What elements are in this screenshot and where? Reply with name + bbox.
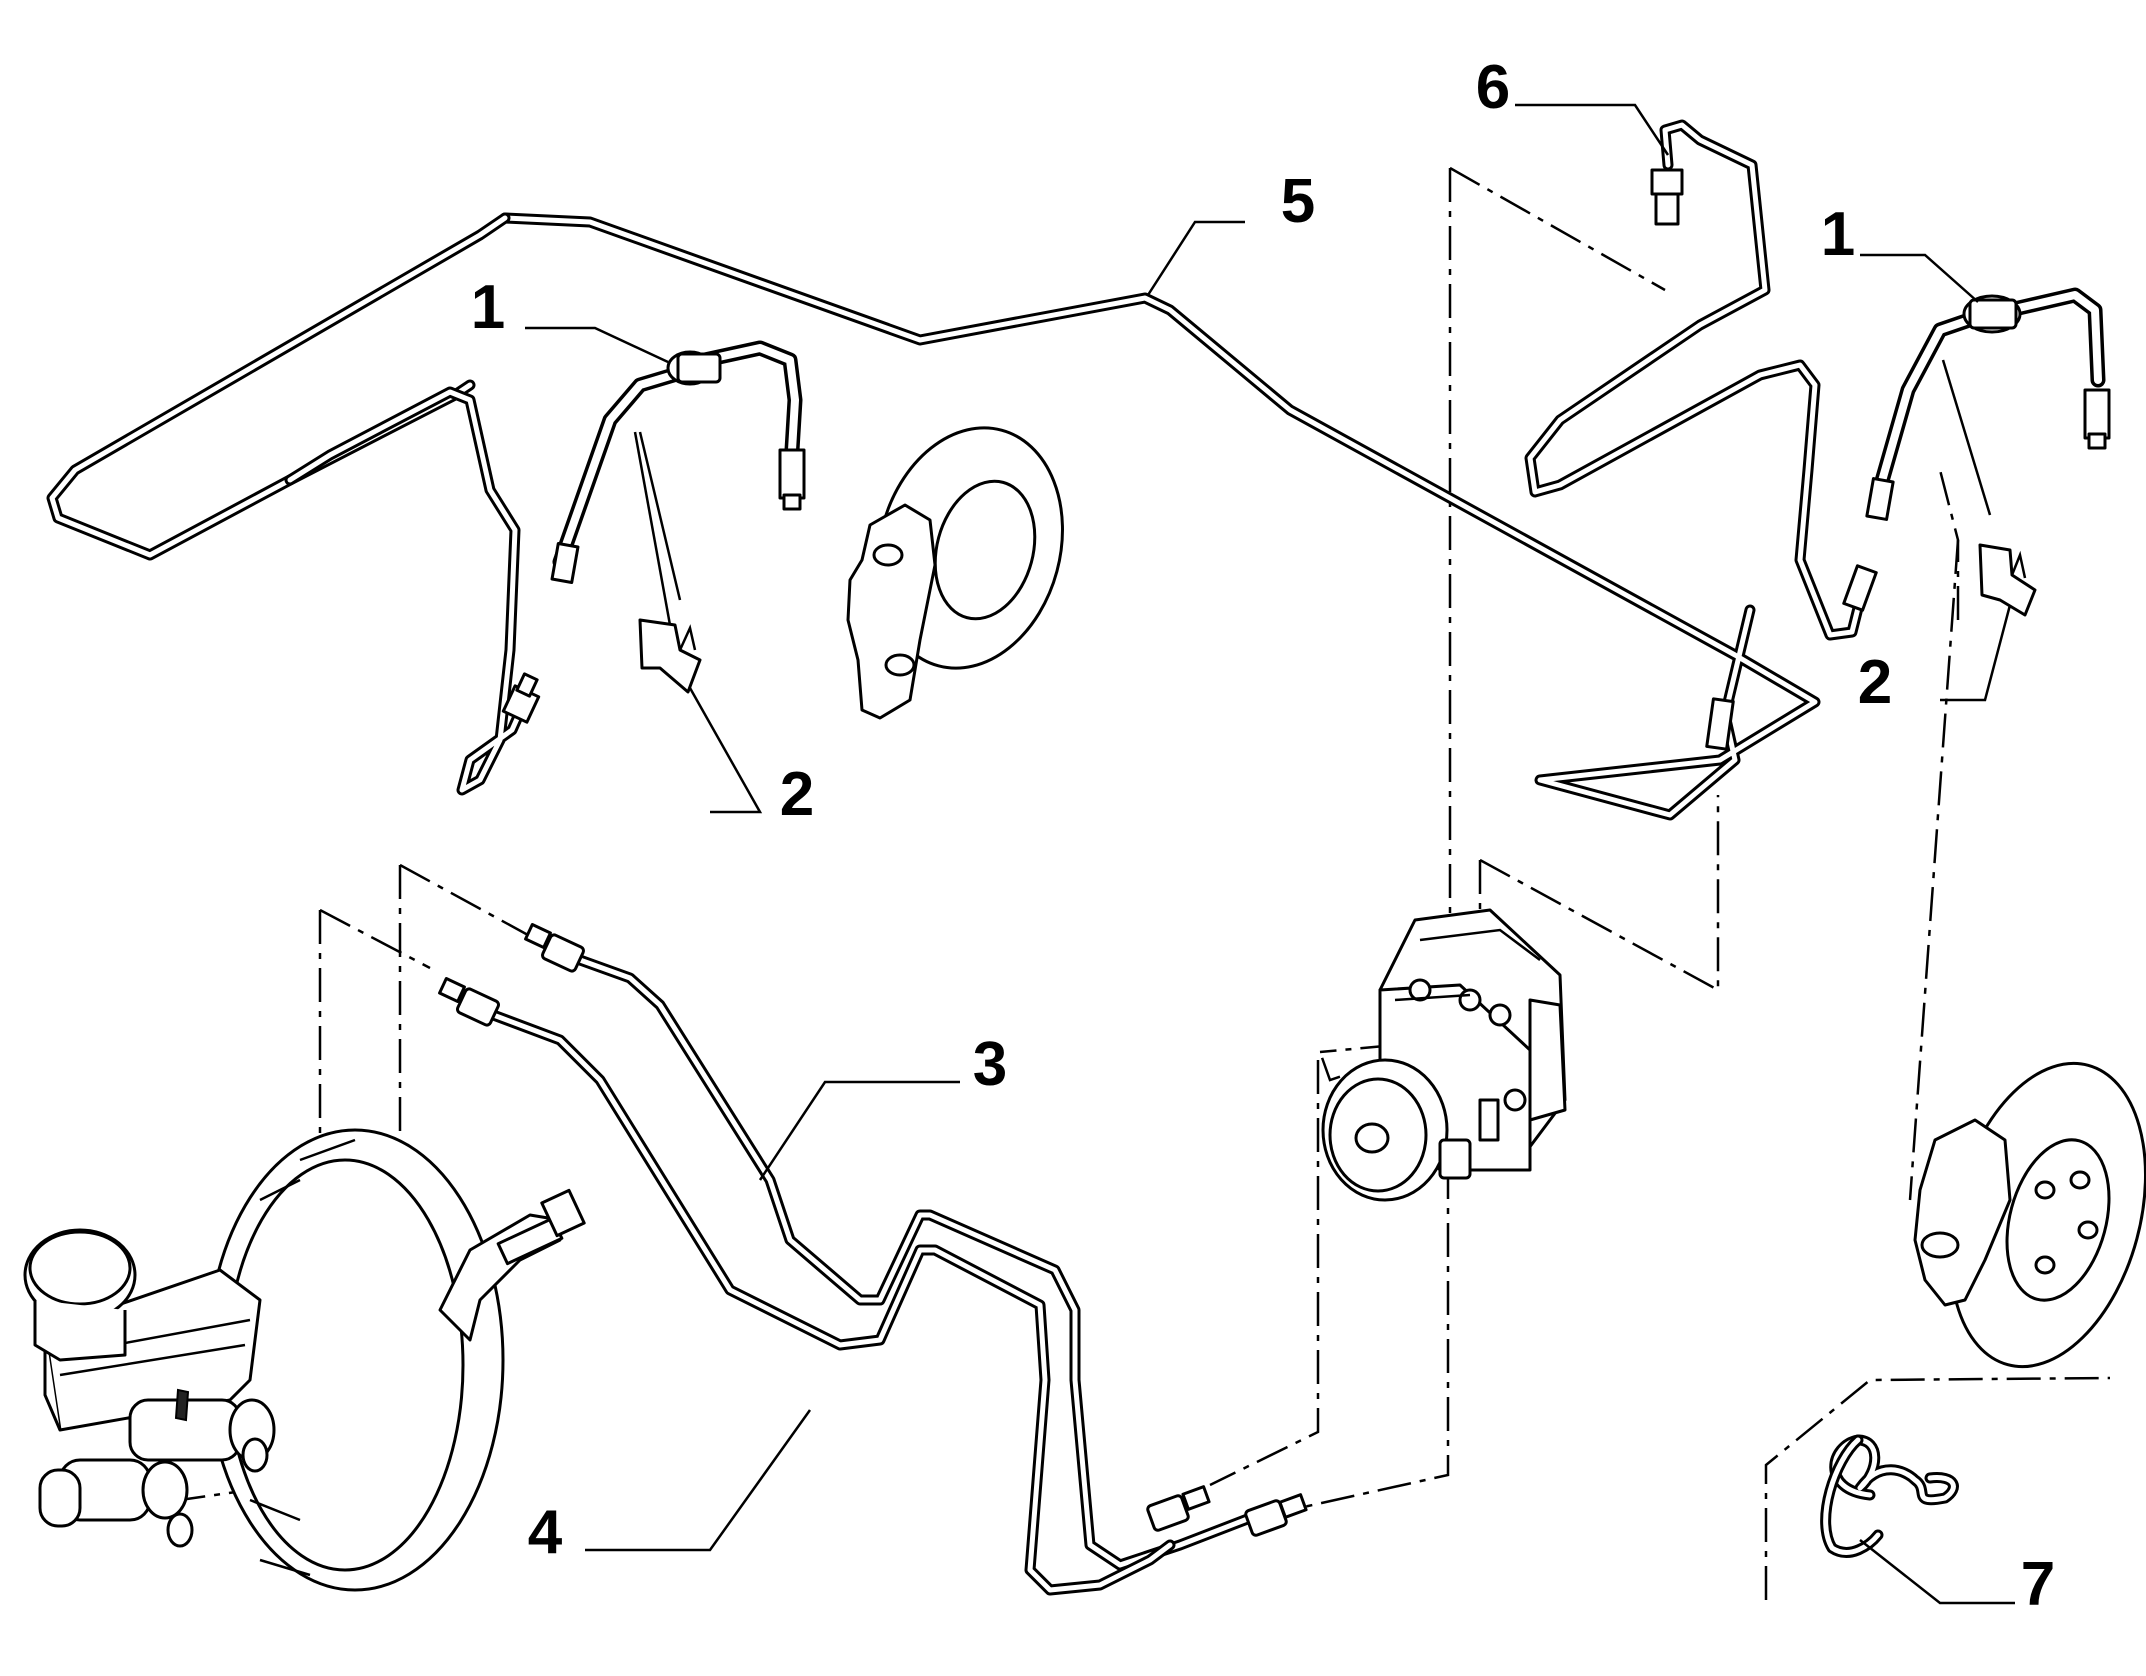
callout-7: 7 [2021, 1550, 2055, 1619]
callout-leader-lines [525, 103, 2015, 1605]
rear-brake-disc-caliper [1913, 1061, 2146, 1369]
callout-5: 5 [1281, 167, 1315, 236]
callout-6: 6 [1476, 53, 1510, 122]
retaining-clip-right [1978, 543, 2037, 617]
brake-servo-master-cylinder [23, 1128, 586, 1592]
callout-labels: 1 1 2 2 3 4 5 6 7 [471, 53, 2055, 1619]
callout-1-right: 1 [1821, 200, 1855, 269]
rigid-pipe-left-front [284, 386, 541, 796]
retaining-clip-left [638, 618, 702, 694]
flexible-hose-left [550, 340, 806, 584]
rigid-pipe-3 [524, 923, 1308, 1571]
callout-1-left: 1 [471, 273, 505, 342]
callout-4: 4 [528, 1498, 563, 1567]
abs-modulator-unit [1321, 908, 1567, 1202]
rigid-pipe-6 [1524, 119, 1878, 641]
callout-3: 3 [973, 1030, 1007, 1099]
front-brake-disc-caliper [846, 426, 1064, 720]
callout-2-left: 2 [780, 760, 814, 829]
spring-clip-7 [1820, 1434, 1959, 1558]
rigid-pipe-4 [438, 977, 1211, 1596]
callout-2-right: 2 [1858, 648, 1892, 717]
flexible-hose-right [1865, 287, 2111, 521]
